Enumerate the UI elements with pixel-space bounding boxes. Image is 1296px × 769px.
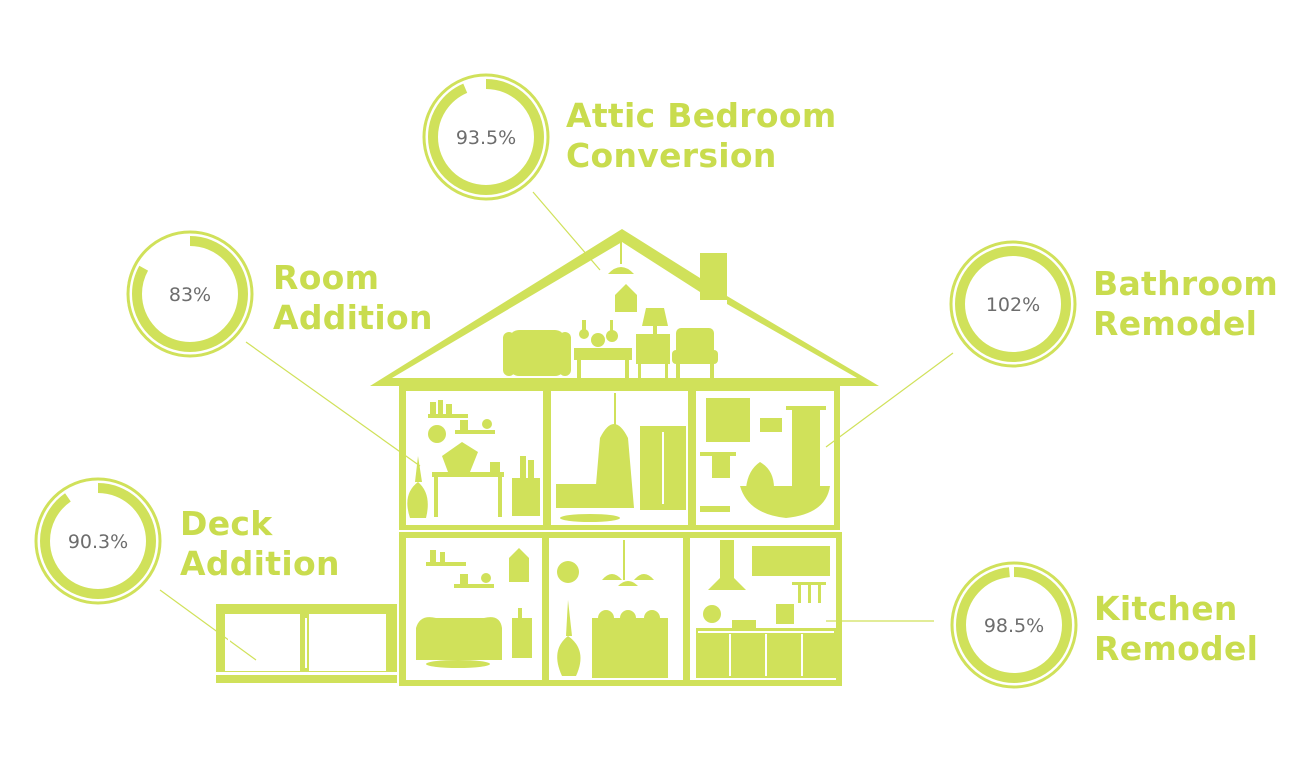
remodel-label-line: Remodel [1094,629,1258,668]
remodel-label-line: Kitchen [1094,589,1238,628]
gauge-outer-ring [949,240,1077,368]
pendant-light-icon [602,574,622,580]
vase-icon [407,482,428,518]
deck-icon [216,604,397,683]
remodel-label-line: Deck [180,504,273,543]
gauge-progress-arc [132,236,248,352]
remodel-label-line: Bathroom [1093,264,1278,303]
gauge-percent-text: 102% [986,294,1040,316]
gauge-outer-ring [422,73,550,201]
sofa-icon [416,617,502,660]
range-hood-icon [720,540,734,580]
bedroom-furniture [556,393,686,522]
bathtub-icon [740,486,830,518]
study-room-furniture [407,400,540,518]
remodel-label-line: Room [273,258,379,297]
house-icon [370,229,879,686]
remodel-label-line: Attic Bedroom [566,96,837,135]
gauge-outer-ring [950,561,1078,689]
remodel-label-line: Addition [180,544,340,583]
remodel-label-line: Conversion [566,136,777,175]
kitchen-fixtures [696,540,836,678]
gauge-percent-text: 93.5% [456,127,516,149]
gauge-outer-ring [34,477,162,605]
gauge-progress-arc [428,79,544,195]
bathroom-fixtures [700,398,830,518]
gauge-progress-arc [955,246,1071,362]
attic-furniture [503,236,718,378]
gauge-percent-text: 90.3% [68,531,128,553]
gauge-outer-ring [126,230,254,358]
living-room-furniture [416,548,532,668]
remodel-label-line: Remodel [1093,304,1257,343]
gauge-percent-text: 83% [169,284,211,306]
gauge-progress-arc [956,567,1072,683]
gauge-percent-text: 98.5% [984,615,1044,637]
dining-room-furniture [557,540,668,678]
gauge-progress-arc [40,483,156,599]
remodel-label-line: Addition [273,298,433,337]
